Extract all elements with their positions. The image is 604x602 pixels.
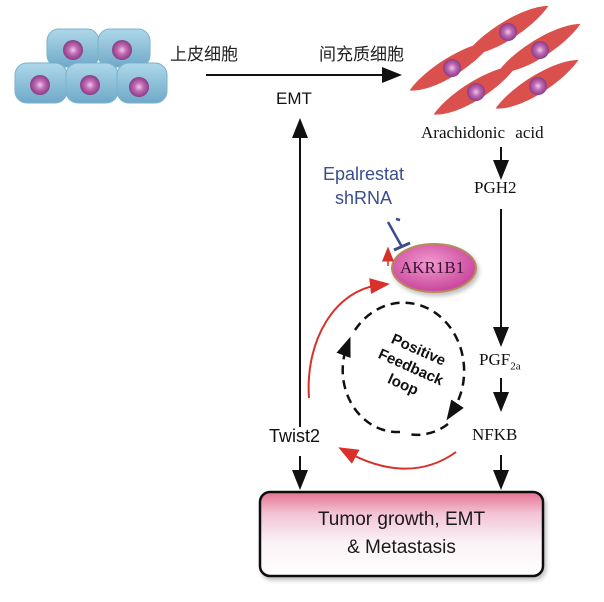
outcome-line2: & Metastasis — [347, 537, 456, 558]
inhibitor-line1: Epalrestat — [323, 164, 405, 184]
mesenchymal-cell — [433, 65, 517, 115]
mesenchymal-cell — [497, 23, 581, 73]
mesenchymal-cell — [495, 59, 579, 109]
mesenchymal-cell-label: 间充质细胞 — [319, 45, 404, 64]
twist-to-akr1b1-arrow — [307, 278, 390, 399]
pgh2-node: PGH2 — [474, 178, 517, 197]
epithelial-cell — [14, 62, 68, 104]
nfkb-node: NFKB — [472, 425, 518, 444]
nfkb-to-twist-arrow — [338, 447, 457, 470]
epithelial-cell — [97, 28, 151, 68]
mesenchymal-cell — [465, 5, 549, 55]
pgf-subscript: 2a — [510, 360, 521, 373]
epithelial-cell — [46, 28, 100, 68]
emt-label: EMT — [276, 89, 312, 108]
epithelial-cell — [116, 62, 168, 104]
inhibition-bar — [386, 217, 411, 252]
mesenchymal-cell — [409, 41, 493, 91]
akr1b1-node — [391, 243, 477, 293]
outcome-line1: Tumor growth, EMT — [317, 509, 486, 530]
inhibitor-line2: shRNA — [335, 188, 393, 208]
epithelial-cell-label: 上皮细胞 — [170, 45, 238, 64]
epithelial-cells-illustration — [14, 28, 168, 104]
outcome-box — [258, 490, 545, 578]
twist2-node: Twist2 — [269, 426, 321, 446]
feedback-loop-circle — [336, 301, 466, 437]
pgf2a-node: PGF2a — [479, 350, 521, 372]
akr1b1-label: AKR1B1 — [400, 258, 465, 277]
epithelial-cell — [65, 62, 119, 104]
pgf-label: PGF — [479, 350, 511, 369]
arachidonic-acid-node: Arachidonic acid — [421, 123, 544, 142]
mesenchymal-cells-illustration — [409, 5, 581, 115]
